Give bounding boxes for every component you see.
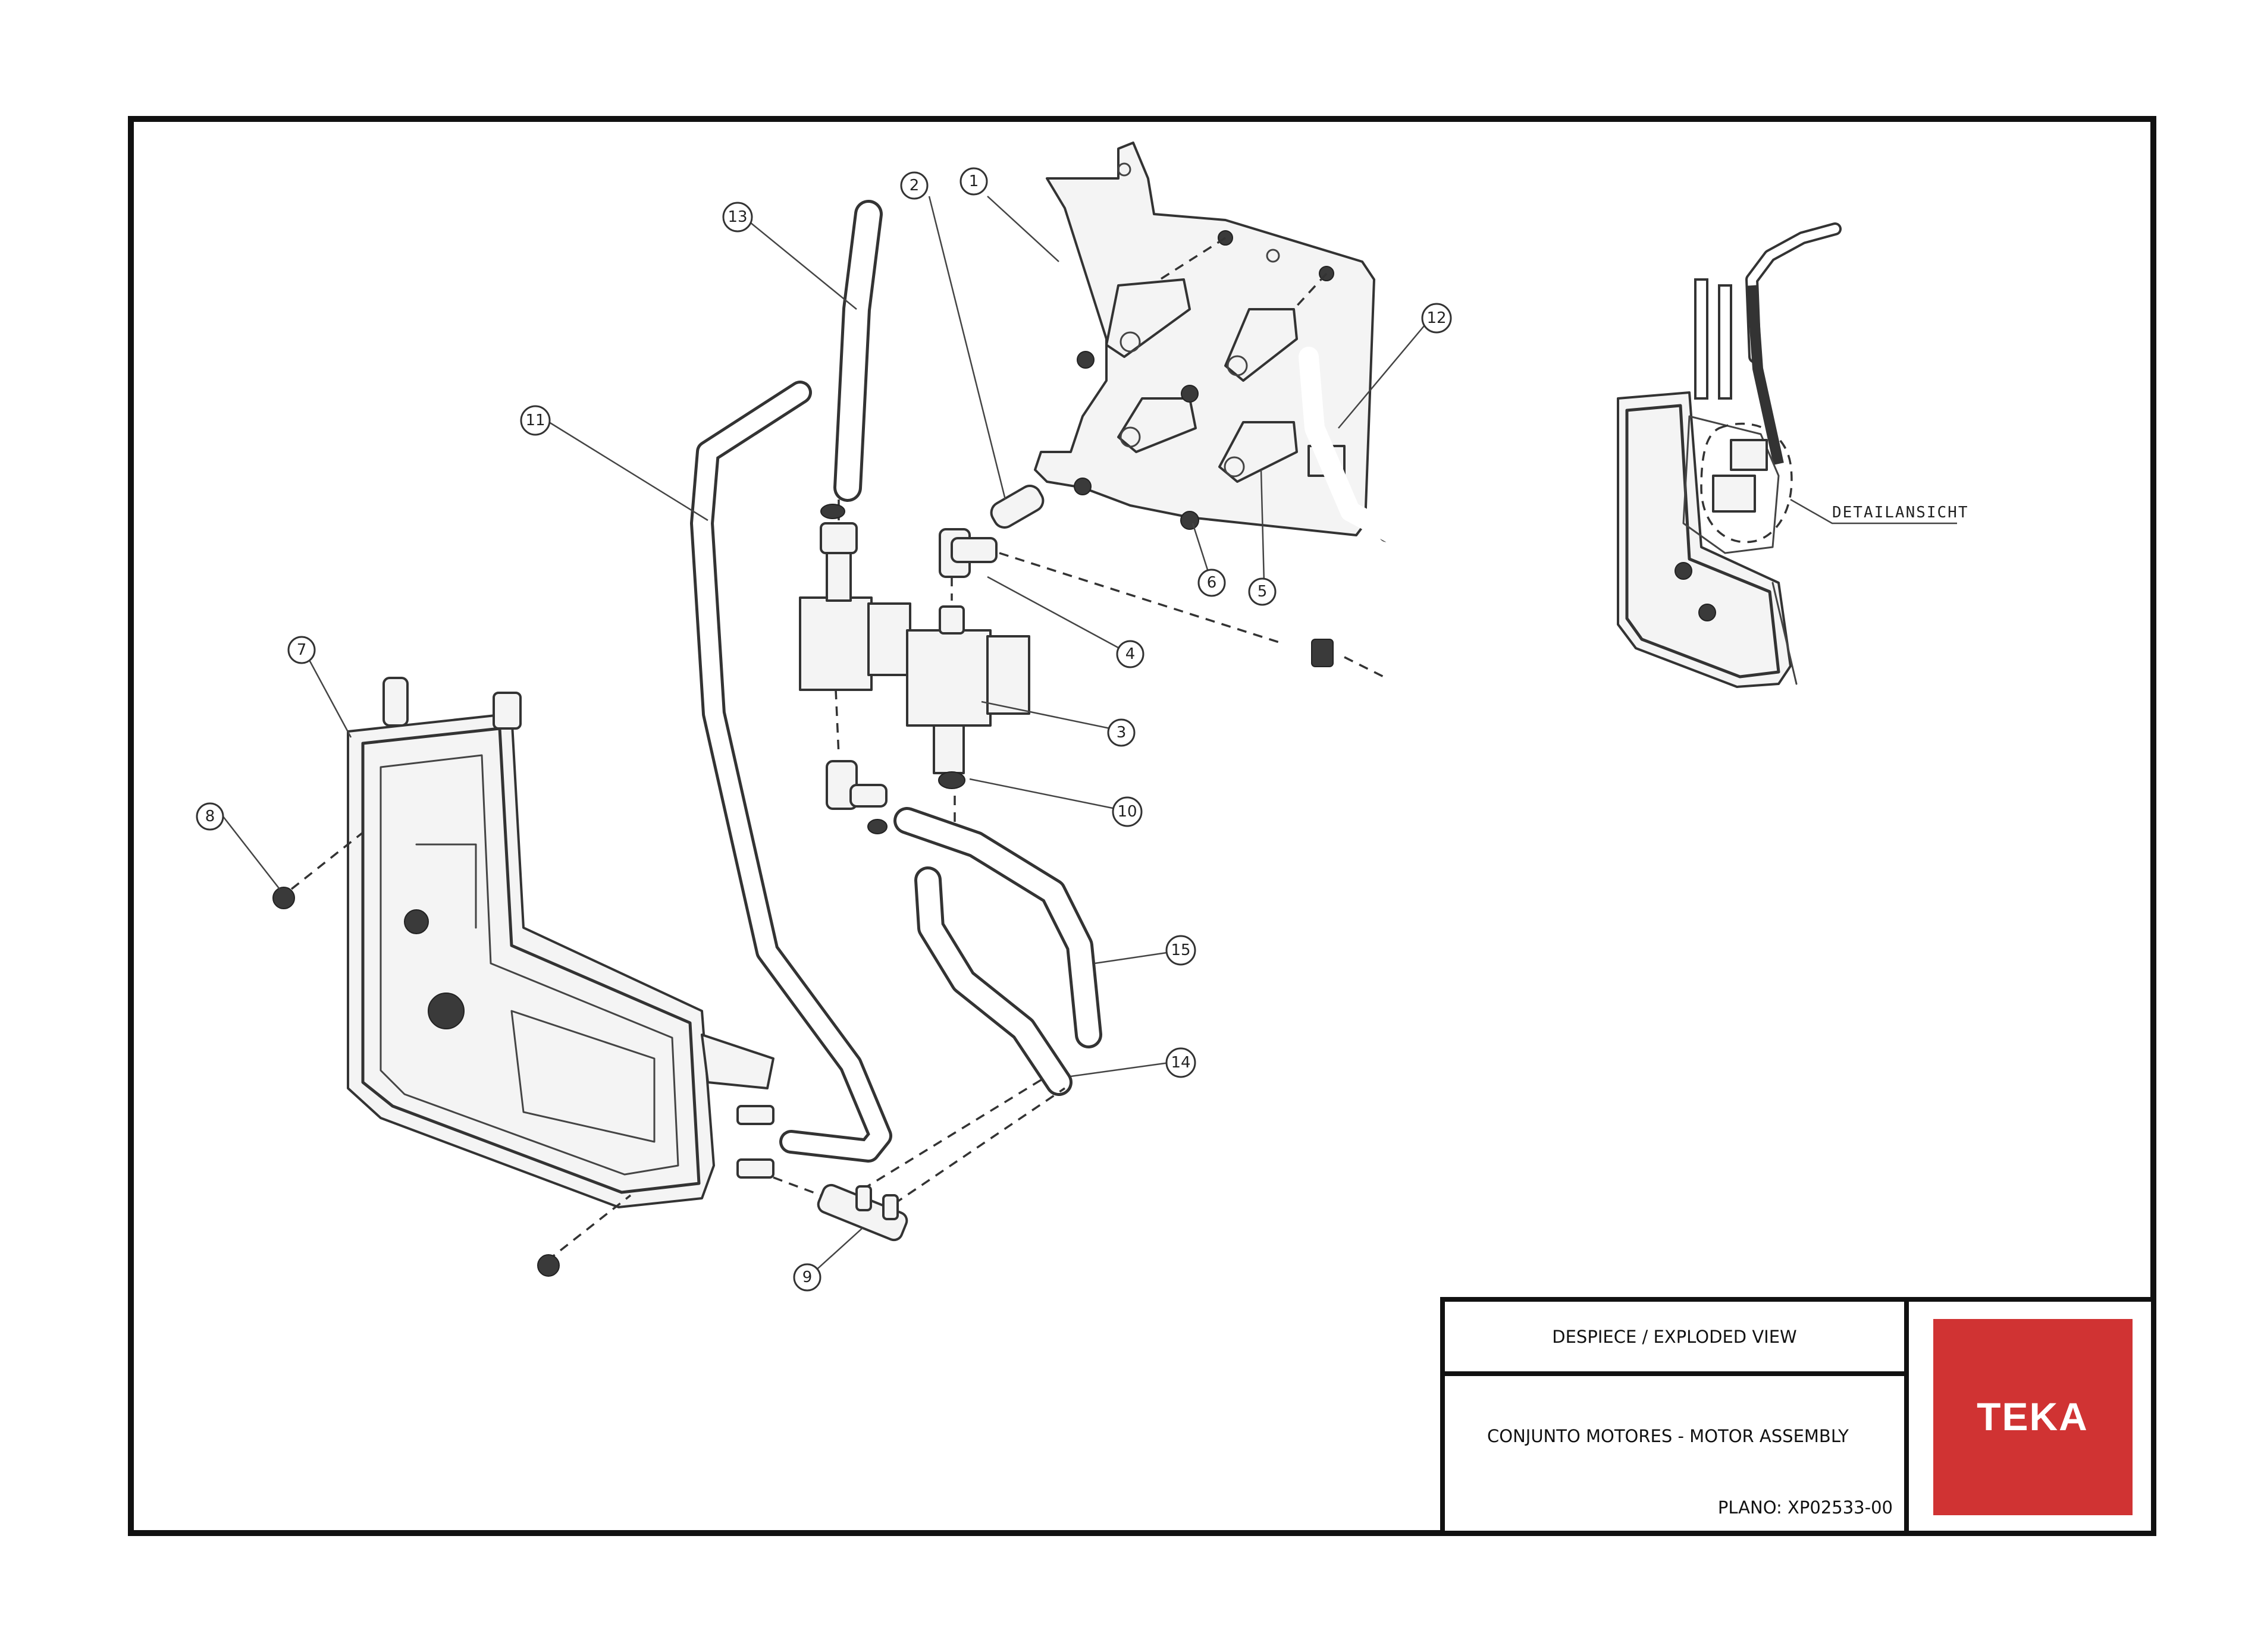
svg-text:12: 12 [1426,309,1446,327]
svg-text:4: 4 [1125,645,1136,663]
hose-part-12 [1299,347,1485,700]
manifold-part-9 [817,1183,908,1242]
tank-part-7 [347,677,774,1208]
callout-6: 6 [1197,569,1226,597]
svg-text:6: 6 [1207,574,1217,592]
callout-12: 12 [1421,303,1452,334]
detail-view: DETAILANSICHT [1617,222,1969,688]
callout-11: 11 [520,405,551,436]
svg-text:14: 14 [1171,1054,1190,1072]
svg-text:7: 7 [297,641,307,659]
bracket-nuts [1074,230,1334,530]
teka-logo: TEKA [1933,1319,2133,1515]
svg-text:8: 8 [205,808,215,825]
svg-text:3: 3 [1117,724,1127,742]
callout-8: 8 [196,802,224,831]
plan-number: PLANO: XP02533-00 [1718,1497,1893,1518]
callouts: 1 2 3 4 5 6 7 8 9 10 11 12 13 14 15 [196,167,1452,1292]
callout-14: 14 [1165,1047,1196,1078]
title-block-subtitle: CONJUNTO MOTORES - MOTOR ASSEMBLY [1487,1426,1849,1446]
callout-10: 10 [1112,796,1143,827]
hose-part-15 [893,807,1102,1048]
leader-lines [222,196,1431,1274]
drawing-frame [128,116,2156,1536]
callout-15: 15 [1165,935,1196,966]
pump-right [906,605,1030,774]
svg-text:11: 11 [525,412,545,429]
title-block: DESPIECE / EXPLODED VIEW CONJUNTO MOTORE… [1440,1297,2156,1535]
svg-text:2: 2 [910,177,920,194]
svg-text:5: 5 [1258,583,1268,601]
hose-part-13 [833,200,883,502]
exploded-view: 1 2 3 4 5 6 7 8 9 10 11 12 13 14 15 [196,142,1485,1292]
svg-text:13: 13 [728,208,747,226]
clip-part [1311,639,1334,667]
elbow-part-4 [939,528,998,578]
svg-text:9: 9 [802,1268,813,1286]
callout-3: 3 [1107,718,1136,747]
fitting-t-part [826,760,888,810]
svg-text:TEKA: TEKA [1977,1395,2089,1439]
callout-4: 4 [1116,640,1144,668]
callout-1: 1 [959,167,988,196]
nut-part-8 [272,887,295,909]
callout-5: 5 [1248,577,1277,606]
nut-bottom [537,1254,560,1277]
title-block-title: DESPIECE / EXPLODED VIEW [1552,1327,1796,1347]
callout-13: 13 [722,202,753,233]
pipe-part-11 [690,381,892,1163]
callout-7: 7 [287,636,316,664]
svg-text:15: 15 [1171,941,1190,959]
callout-2: 2 [900,171,929,200]
pump-left [799,522,911,691]
detail-view-label: DETAILANSICHT [1832,504,1969,522]
hose-part-14 [914,866,1073,1096]
svg-text:10: 10 [1117,803,1137,821]
svg-text:1: 1 [969,172,979,190]
callout-9: 9 [793,1263,821,1292]
sleeve-part-2 [990,485,1045,529]
